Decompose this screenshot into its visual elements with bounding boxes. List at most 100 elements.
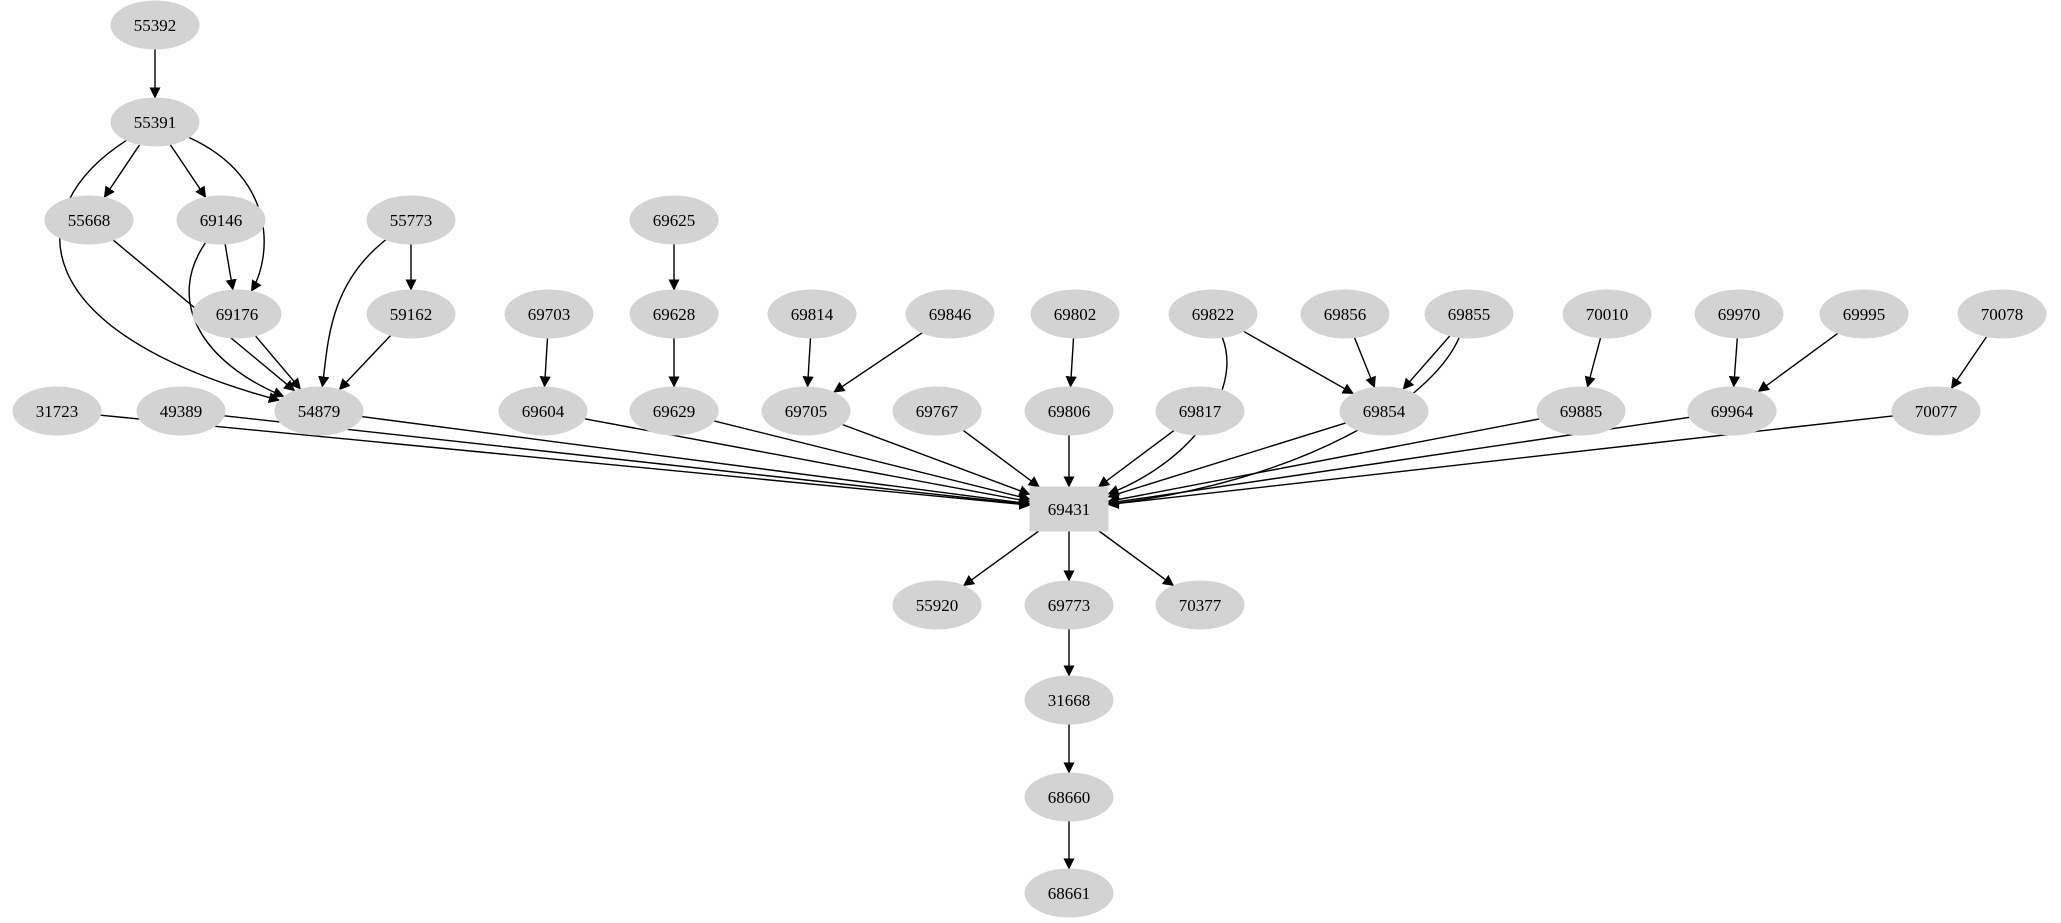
node-label-54879: 54879 (298, 402, 341, 421)
edge-55773-54879 (318, 239, 387, 388)
node-ellipse-69855 (1424, 289, 1514, 339)
node-ellipse-68660 (1024, 772, 1114, 822)
node-ellipse-69995 (1819, 289, 1909, 339)
edge-49389-69431 (224, 415, 1031, 510)
node-label-69846: 69846 (929, 305, 972, 324)
node-box-69431 (1029, 486, 1109, 532)
node-label-69431: 69431 (1048, 500, 1091, 519)
edge-59162-54879 (338, 334, 392, 391)
node-label-69705: 69705 (785, 402, 828, 421)
node-ellipse-55773 (366, 195, 456, 245)
node-label-69176: 69176 (216, 305, 259, 324)
node-ellipse-69703 (504, 289, 594, 339)
node-ellipse-69146 (176, 195, 266, 245)
edge-69856-69854 (1353, 337, 1376, 389)
edge-69970-69964 (1728, 337, 1741, 388)
edge-31723-69431 (100, 414, 1031, 510)
node-ellipse-49389 (136, 386, 226, 436)
edge-69629-69431 (713, 420, 1031, 503)
node-label-69814: 69814 (791, 305, 834, 324)
node-69604: 69604 (498, 386, 588, 436)
node-55391: 55391 (110, 97, 200, 147)
node-label-69806: 69806 (1048, 402, 1091, 421)
node-ellipse-69846 (905, 289, 995, 339)
node-ellipse-55391 (110, 97, 200, 147)
node-ellipse-70377 (1155, 580, 1245, 630)
node-ellipse-69817 (1155, 386, 1245, 436)
node-ellipse-70078 (1957, 289, 2047, 339)
node-31668: 31668 (1024, 675, 1114, 725)
node-ellipse-55668 (44, 195, 134, 245)
node-54879: 54879 (274, 386, 364, 436)
edge-69703-69604 (539, 337, 551, 388)
edge-69854-69431 (1107, 422, 1347, 500)
node-69802: 69802 (1030, 289, 1120, 339)
node-label-49389: 49389 (160, 402, 203, 421)
node-label-55391: 55391 (134, 113, 177, 132)
edge-69846-69705 (833, 332, 923, 393)
edge-69146-69176 (224, 243, 237, 291)
node-70010: 70010 (1562, 289, 1652, 339)
node-ellipse-69822 (1168, 289, 1258, 339)
edge-69176-54879 (254, 335, 302, 390)
node-label-55392: 55392 (134, 16, 177, 35)
node-68661: 68661 (1024, 868, 1114, 918)
node-ellipse-70077 (1891, 386, 1981, 436)
node-label-69802: 69802 (1054, 305, 1097, 324)
edge-69817-69431 (1097, 429, 1175, 488)
node-55392: 55392 (110, 0, 200, 50)
node-label-69970: 69970 (1718, 305, 1761, 324)
edge-54879-69431 (361, 415, 1031, 509)
node-ellipse-54879 (274, 386, 364, 436)
edge-layer (59, 49, 1988, 870)
edge-55391-55668 (103, 144, 141, 198)
node-ellipse-69705 (761, 386, 851, 436)
node-label-69628: 69628 (653, 305, 696, 324)
node-69773: 69773 (1024, 580, 1114, 630)
node-label-55668: 55668 (68, 211, 111, 230)
node-ellipse-55920 (892, 580, 982, 630)
node-ellipse-69773 (1024, 580, 1114, 630)
node-31723: 31723 (12, 386, 102, 436)
node-69431: 69431 (1029, 486, 1109, 532)
edge-69431-55920 (962, 530, 1040, 587)
edge-70077-69431 (1107, 415, 1893, 509)
edge-69995-69964 (1757, 332, 1839, 393)
edge-69431-70377 (1098, 530, 1175, 587)
node-ellipse-69814 (767, 289, 857, 339)
node-label-70010: 70010 (1586, 305, 1629, 324)
node-label-69767: 69767 (916, 402, 959, 421)
node-label-31668: 31668 (1048, 691, 1091, 710)
node-ellipse-69629 (629, 386, 719, 436)
node-68660: 68660 (1024, 772, 1114, 822)
node-70078: 70078 (1957, 289, 2047, 339)
node-69628: 69628 (629, 289, 719, 339)
edge-69814-69705 (802, 337, 814, 388)
node-69822: 69822 (1168, 289, 1258, 339)
node-label-68661: 68661 (1048, 884, 1091, 903)
node-label-69773: 69773 (1048, 596, 1091, 615)
node-69846: 69846 (905, 289, 995, 339)
node-label-69604: 69604 (522, 402, 565, 421)
edge-55391-54879 (59, 139, 281, 404)
edge-70010-69885 (1584, 337, 1602, 388)
node-69855: 69855 (1424, 289, 1514, 339)
node-59162: 59162 (366, 289, 456, 339)
node-69856: 69856 (1300, 289, 1390, 339)
node-ellipse-69628 (629, 289, 719, 339)
node-69814: 69814 (767, 289, 857, 339)
node-label-31723: 31723 (36, 402, 79, 421)
node-label-69856: 69856 (1324, 305, 1367, 324)
node-label-59162: 59162 (390, 305, 433, 324)
node-55920: 55920 (892, 580, 982, 630)
node-70077: 70077 (1891, 386, 1981, 436)
node-49389: 49389 (136, 386, 226, 436)
node-ellipse-31723 (12, 386, 102, 436)
node-ellipse-69625 (629, 195, 719, 245)
node-69817: 69817 (1155, 386, 1245, 436)
node-label-69854: 69854 (1363, 402, 1406, 421)
node-label-69822: 69822 (1192, 305, 1235, 324)
